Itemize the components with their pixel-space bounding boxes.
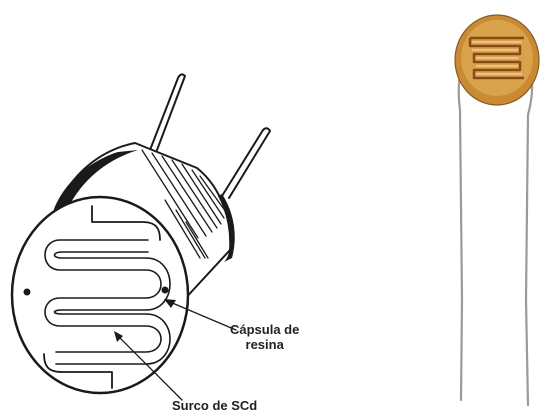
photo-leads xyxy=(459,66,532,405)
lead-wire-right xyxy=(222,128,270,198)
ldr-photo xyxy=(455,15,539,405)
terminal-dot-right xyxy=(162,287,169,294)
label-capsula-de-resina: Cápsula de resina xyxy=(230,322,299,352)
ldr-disc xyxy=(455,15,539,105)
label-surco-de-scd: Surco de SCd xyxy=(172,398,257,413)
terminal-dot-left xyxy=(24,289,31,296)
label-capsula-line2: resina xyxy=(230,337,299,352)
label-capsula-line1: Cápsula de xyxy=(230,322,299,337)
lead-wire-left xyxy=(150,74,185,150)
front-face xyxy=(12,197,188,393)
